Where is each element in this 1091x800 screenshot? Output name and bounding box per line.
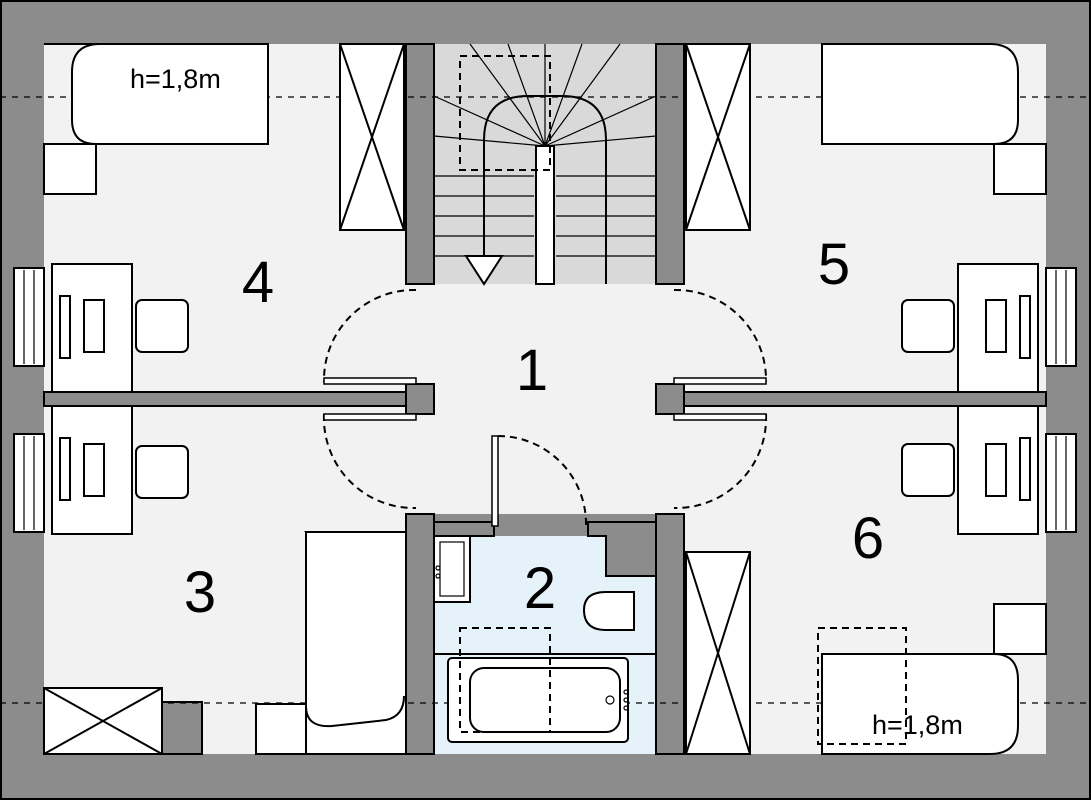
wall-bath-top-right	[587, 521, 657, 577]
inner-walls	[43, 43, 1047, 755]
stair-opening-dashed	[459, 55, 551, 171]
room-label-1: 1	[516, 338, 548, 403]
room-4-nightstand	[43, 143, 97, 195]
room-6-bed-dashed	[817, 627, 907, 745]
room-3-keyboard	[83, 443, 105, 497]
door-bathroom-leaf	[491, 435, 499, 527]
bathroom-fixtures	[433, 535, 656, 743]
room-4-furniture	[43, 43, 405, 393]
staircase	[433, 43, 657, 286]
room-5-keyboard	[985, 299, 1007, 353]
wall-bath-top-left	[433, 521, 495, 537]
room-4-monitor	[59, 295, 71, 359]
door-room-4-swing	[322, 288, 417, 383]
room-4-keyboard	[83, 299, 105, 353]
room-3-furniture	[43, 405, 408, 755]
bath-opening-dashed	[459, 627, 551, 733]
wall-stair-right	[655, 43, 685, 285]
room-3-nightstand	[255, 703, 307, 755]
room-3-monitor	[59, 437, 71, 501]
wall-room3-notch	[161, 701, 203, 755]
room-label-6: 6	[852, 506, 884, 571]
door-room-6-leaf	[673, 413, 767, 421]
room-3-bed-frame	[305, 531, 407, 755]
door-bathroom-swing	[497, 435, 588, 527]
window-room-4	[13, 267, 45, 367]
window-room-6	[1045, 433, 1077, 533]
room-6-bed	[821, 653, 1019, 755]
wall-stair-left	[405, 43, 435, 285]
window-room-3	[13, 433, 45, 533]
room-3-bed-pillow	[305, 695, 405, 728]
stair-walk-line	[483, 95, 607, 284]
room-5-monitor	[1019, 295, 1031, 359]
room-3-chair	[135, 445, 189, 499]
room-5-bed	[821, 43, 1019, 145]
door-room-3-swing	[322, 413, 417, 510]
room-label-3: 3	[184, 560, 216, 625]
bath-tub-drain	[605, 695, 615, 705]
windows	[13, 267, 1077, 533]
room-label-5: 5	[818, 232, 850, 297]
post-right	[655, 383, 685, 415]
height-note-room-4: h=1,8m	[130, 64, 221, 94]
room-6-nightstand	[993, 603, 1047, 655]
doors	[322, 288, 768, 527]
wall-bath-right	[655, 513, 685, 755]
room-5-furniture	[685, 43, 1047, 393]
room-6-chair	[901, 443, 955, 497]
room-6-monitor	[1019, 437, 1031, 501]
room-5-nightstand	[993, 143, 1047, 195]
hall-floor	[406, 284, 684, 514]
door-room-3-leaf	[323, 413, 417, 421]
door-room-5-leaf	[673, 377, 767, 385]
stair-stringer	[535, 145, 555, 285]
window-room-5	[1045, 267, 1077, 367]
wall-bath-left	[405, 513, 435, 755]
height-note-room-6: h=1,8m	[872, 710, 963, 740]
door-room-4-leaf	[323, 377, 417, 385]
room-4-bed	[44, 43, 269, 145]
room-4-chair	[135, 299, 189, 353]
door-room-6-swing	[673, 413, 768, 510]
door-room-5-swing	[673, 288, 768, 383]
post-left	[405, 383, 435, 415]
bath-toilet	[582, 591, 635, 631]
stair-direction-arrow	[464, 255, 504, 286]
room-label-4: 4	[242, 250, 274, 315]
room-6-keyboard	[985, 443, 1007, 497]
bath-tub-inner	[469, 667, 621, 733]
room-5-chair	[901, 299, 955, 353]
room-6-furniture	[685, 405, 1047, 755]
wall-between-4-3	[43, 391, 407, 407]
wall-between-5-6	[683, 391, 1047, 407]
room-label-2: 2	[524, 556, 556, 621]
